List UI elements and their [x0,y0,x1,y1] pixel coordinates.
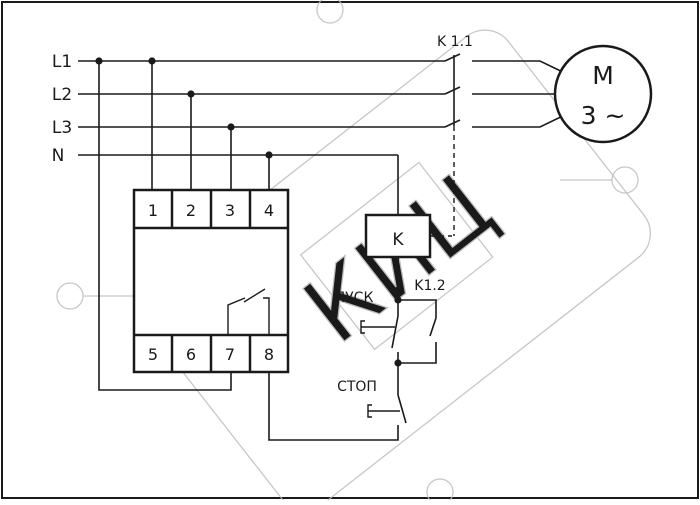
relay-contact-blade [243,288,266,303]
start-pushbutton-head [360,320,365,334]
hold-contact-label: K1.2 [414,278,445,294]
start-switch-blade [391,315,399,349]
hold-contact-blade [429,317,437,337]
main-contacts: K 1.1 [437,34,473,236]
start-button-label: ПУСК [335,290,374,306]
wire-terminal-8-to-stop [268,372,399,441]
label-l2: L2 [52,85,72,105]
wire-l1-to-terminal-7 [98,61,232,391]
stop-pushbutton-head [367,404,372,418]
stop-button-label: СТОП [337,379,377,395]
watermark-circle-bottom [426,478,454,505]
terminal-1: 1 [148,201,158,220]
relay-contact-right [263,297,270,335]
terminal-2: 2 [186,201,196,220]
motor [553,44,653,144]
label-l3: L3 [52,118,72,138]
coil-label: K [392,230,404,250]
stop-switch-blade [397,394,407,424]
watermark-circle-left [56,282,84,310]
terminal-6: 6 [186,345,196,364]
terminal-8: 8 [264,345,274,364]
motor-letter: M [592,61,614,90]
wire-motor-w [472,111,572,128]
label-l1: L1 [52,52,72,72]
monitoring-relay: 1 2 3 4 5 6 7 8 [132,188,290,374]
main-contacts-label: K 1.1 [437,34,473,50]
relay-contact-left [227,297,246,335]
terminal-7: 7 [225,345,235,364]
terminal-5: 5 [148,345,158,364]
motor-phase: 3 ~ [581,101,626,130]
label-n: N [52,146,65,166]
contactor-coil [364,213,432,259]
hold-contact-bottom [398,342,437,364]
wire-motor-u [472,60,572,77]
watermark-circle-top [316,0,344,24]
hold-contact-top [398,299,437,318]
watermark-inner-square [299,161,494,351]
terminal-4: 4 [264,201,274,220]
terminal-3: 3 [225,201,235,220]
watermark-text: КИЦ [285,153,513,364]
